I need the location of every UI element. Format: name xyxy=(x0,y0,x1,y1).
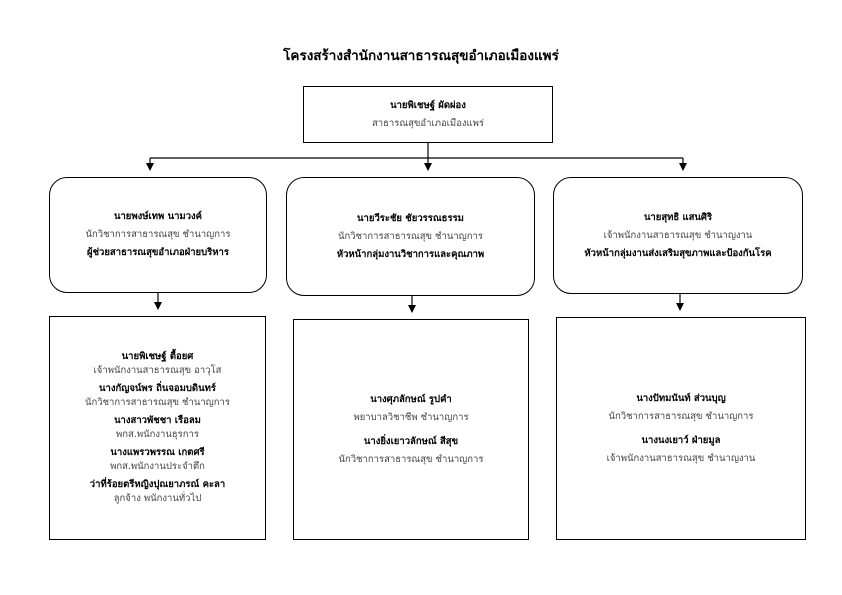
head-1-name: นายพงษ์เทพ นามวงค์ xyxy=(113,211,203,222)
head-3-name: นายสุทธิ แสนศิริ xyxy=(643,211,713,223)
staff-1-2-position: นักวิชาการสาธารณสุข ชำนาญการ xyxy=(85,397,230,408)
top-box: นายพิเชษฐ์ ผัดผ่อง สาธารณสุขอำเภอเมืองแพ… xyxy=(303,86,553,143)
staff-1-3-position: พกส.พนักงานธุรการ xyxy=(116,429,199,440)
head-3-position: เจ้าพนักงานสาธารณสุข ชำนาญงาน xyxy=(603,229,753,241)
head-1-position: นักวิชาการสาธารณสุข ชำนาญการ xyxy=(85,229,231,240)
staff-box-3: นางปัทมนันท์ ส่วนบุญ นักวิชาการสาธารณสุข… xyxy=(556,317,806,540)
staff-1-2-name: นางกัญจน์พร ถิ่นจอมบดินทร์ xyxy=(99,383,216,394)
staff-1-4-name: นางแพรวพรรณ เกตศรี xyxy=(110,447,205,458)
staff-1-4-position: พกส.พนักงานประจำตึก xyxy=(110,461,205,472)
head-box-3: นายสุทธิ แสนศิริ เจ้าพนักงานสาธารณสุข ชำ… xyxy=(553,177,803,294)
page-title: โครงสร้างสำนักงานสาธารณสุขอำเภอเมืองแพร่ xyxy=(283,48,559,64)
staff-box-1: นายพิเชษฐ์ ตื้อยศ เจ้าพนักงานสาธารณสุข อ… xyxy=(49,316,266,540)
head-2-role: หัวหน้ากลุ่มงานวิชาการและคุณภาพ xyxy=(336,248,485,260)
staff-1-1-position: เจ้าพนักงานสาธารณสุข อาวุโส xyxy=(93,365,222,376)
staff-3-1-name: นางปัทมนันท์ ส่วนบุญ xyxy=(636,392,726,404)
staff-box-2: นางศุภลักษณ์ รูปคำ พยาบาลวิชาชีพ ชำนาญกา… xyxy=(293,319,529,540)
staff-1-5-name: ว่าที่ร้อยตรีหญิงปุณยาภรณ์ คะลา xyxy=(89,479,226,490)
staff-3-2-name: นางนงเยาว์ ฝ่ายมูล xyxy=(641,434,721,446)
head-2-position: นักวิชาการสาธารณสุข ชำนาญการ xyxy=(338,230,483,242)
head-box-2: นายวีระชัย ชัยวรรณธรรม นักวิชาการสาธารณส… xyxy=(286,177,535,296)
head-1-role: ผู้ช่วยสาธารณสุขอำเภอฝ่ายบริหาร xyxy=(87,247,229,258)
staff-2-2-position: นักวิชาการสาธารณสุข ชำนาญการ xyxy=(338,453,484,465)
staff-3-2-position: เจ้าพนักงานสาธารณสุข ชำนาญงาน xyxy=(606,452,756,464)
staff-2-1-position: พยาบาลวิชาชีพ ชำนาญการ xyxy=(353,411,469,423)
staff-3-1-position: นักวิชาการสาธารณสุข ชำนาญการ xyxy=(608,410,754,422)
top-name: นายพิเชษฐ์ ผัดผ่อง xyxy=(390,99,466,111)
head-box-1: นายพงษ์เทพ นามวงค์ นักวิชาการสาธารณสุข ช… xyxy=(49,177,267,293)
head-3-role: หัวหน้ากลุ่มงานส่งเสริมสุขภาพและป้องกันโ… xyxy=(584,247,772,259)
staff-1-3-name: นางสาวพัชชา เรือลม xyxy=(114,415,201,426)
staff-1-5-position: ลูกจ้าง พนักงานทั่วไป xyxy=(113,493,202,504)
staff-1-1-name: นายพิเชษฐ์ ตื้อยศ xyxy=(121,351,194,362)
head-2-name: นายวีระชัย ชัยวรรณธรรม xyxy=(357,212,464,224)
staff-2-1-name: นางศุภลักษณ์ รูปคำ xyxy=(370,393,452,405)
staff-2-2-name: นางยิ่งเยาวลักษณ์ สีสุข xyxy=(363,435,459,447)
top-position: สาธารณสุขอำเภอเมืองแพร่ xyxy=(371,117,485,129)
